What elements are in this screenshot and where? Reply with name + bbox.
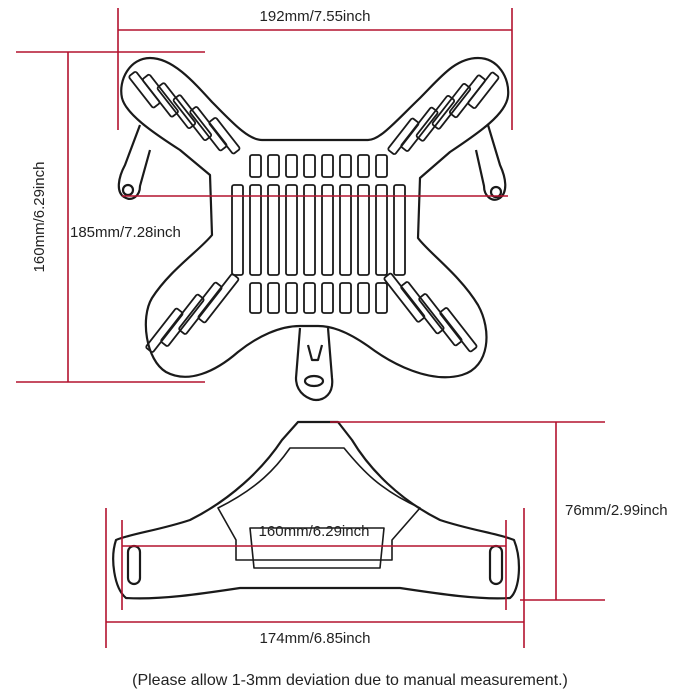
grille-arm-slats-upper-left	[128, 71, 241, 155]
dimension-lines	[16, 8, 605, 648]
tab-notch	[306, 344, 324, 362]
top-width-label: 192mm/7.55inch	[260, 8, 371, 25]
grille-bottom-tab	[294, 327, 334, 402]
right-ear	[474, 124, 507, 201]
bracket-width-label: 174mm/6.85inch	[260, 630, 371, 647]
grille-arm-slats-upper-right	[387, 71, 500, 155]
headlight-grille-drawing	[117, 56, 510, 402]
measurement-note: (Please allow 1-3mm deviation due to man…	[132, 672, 568, 689]
height-label: 160mm/6.29inch	[31, 162, 48, 273]
bracket-inner-width-label: 160mm/6.29inch	[259, 523, 370, 540]
grille-outline	[120, 56, 510, 379]
right-slot	[488, 544, 504, 586]
tab-slot	[303, 374, 325, 388]
grille-arm-slats-lower-left	[145, 273, 240, 353]
left-slot	[126, 544, 142, 586]
bracket-window	[249, 527, 385, 569]
mount-width-label: 185mm/7.28inch	[70, 224, 181, 241]
mounting-bracket-drawing	[112, 420, 521, 600]
bracket-height-label: 76mm/2.99inch	[565, 502, 668, 519]
grille-center-slats	[231, 154, 406, 314]
right-ear-hole	[489, 185, 503, 199]
bracket-inner-frame	[217, 447, 421, 561]
bracket-outline	[112, 420, 521, 600]
left-ear-hole	[121, 183, 135, 197]
grille-arm-slats-lower-right	[383, 272, 478, 353]
left-ear	[117, 124, 152, 200]
